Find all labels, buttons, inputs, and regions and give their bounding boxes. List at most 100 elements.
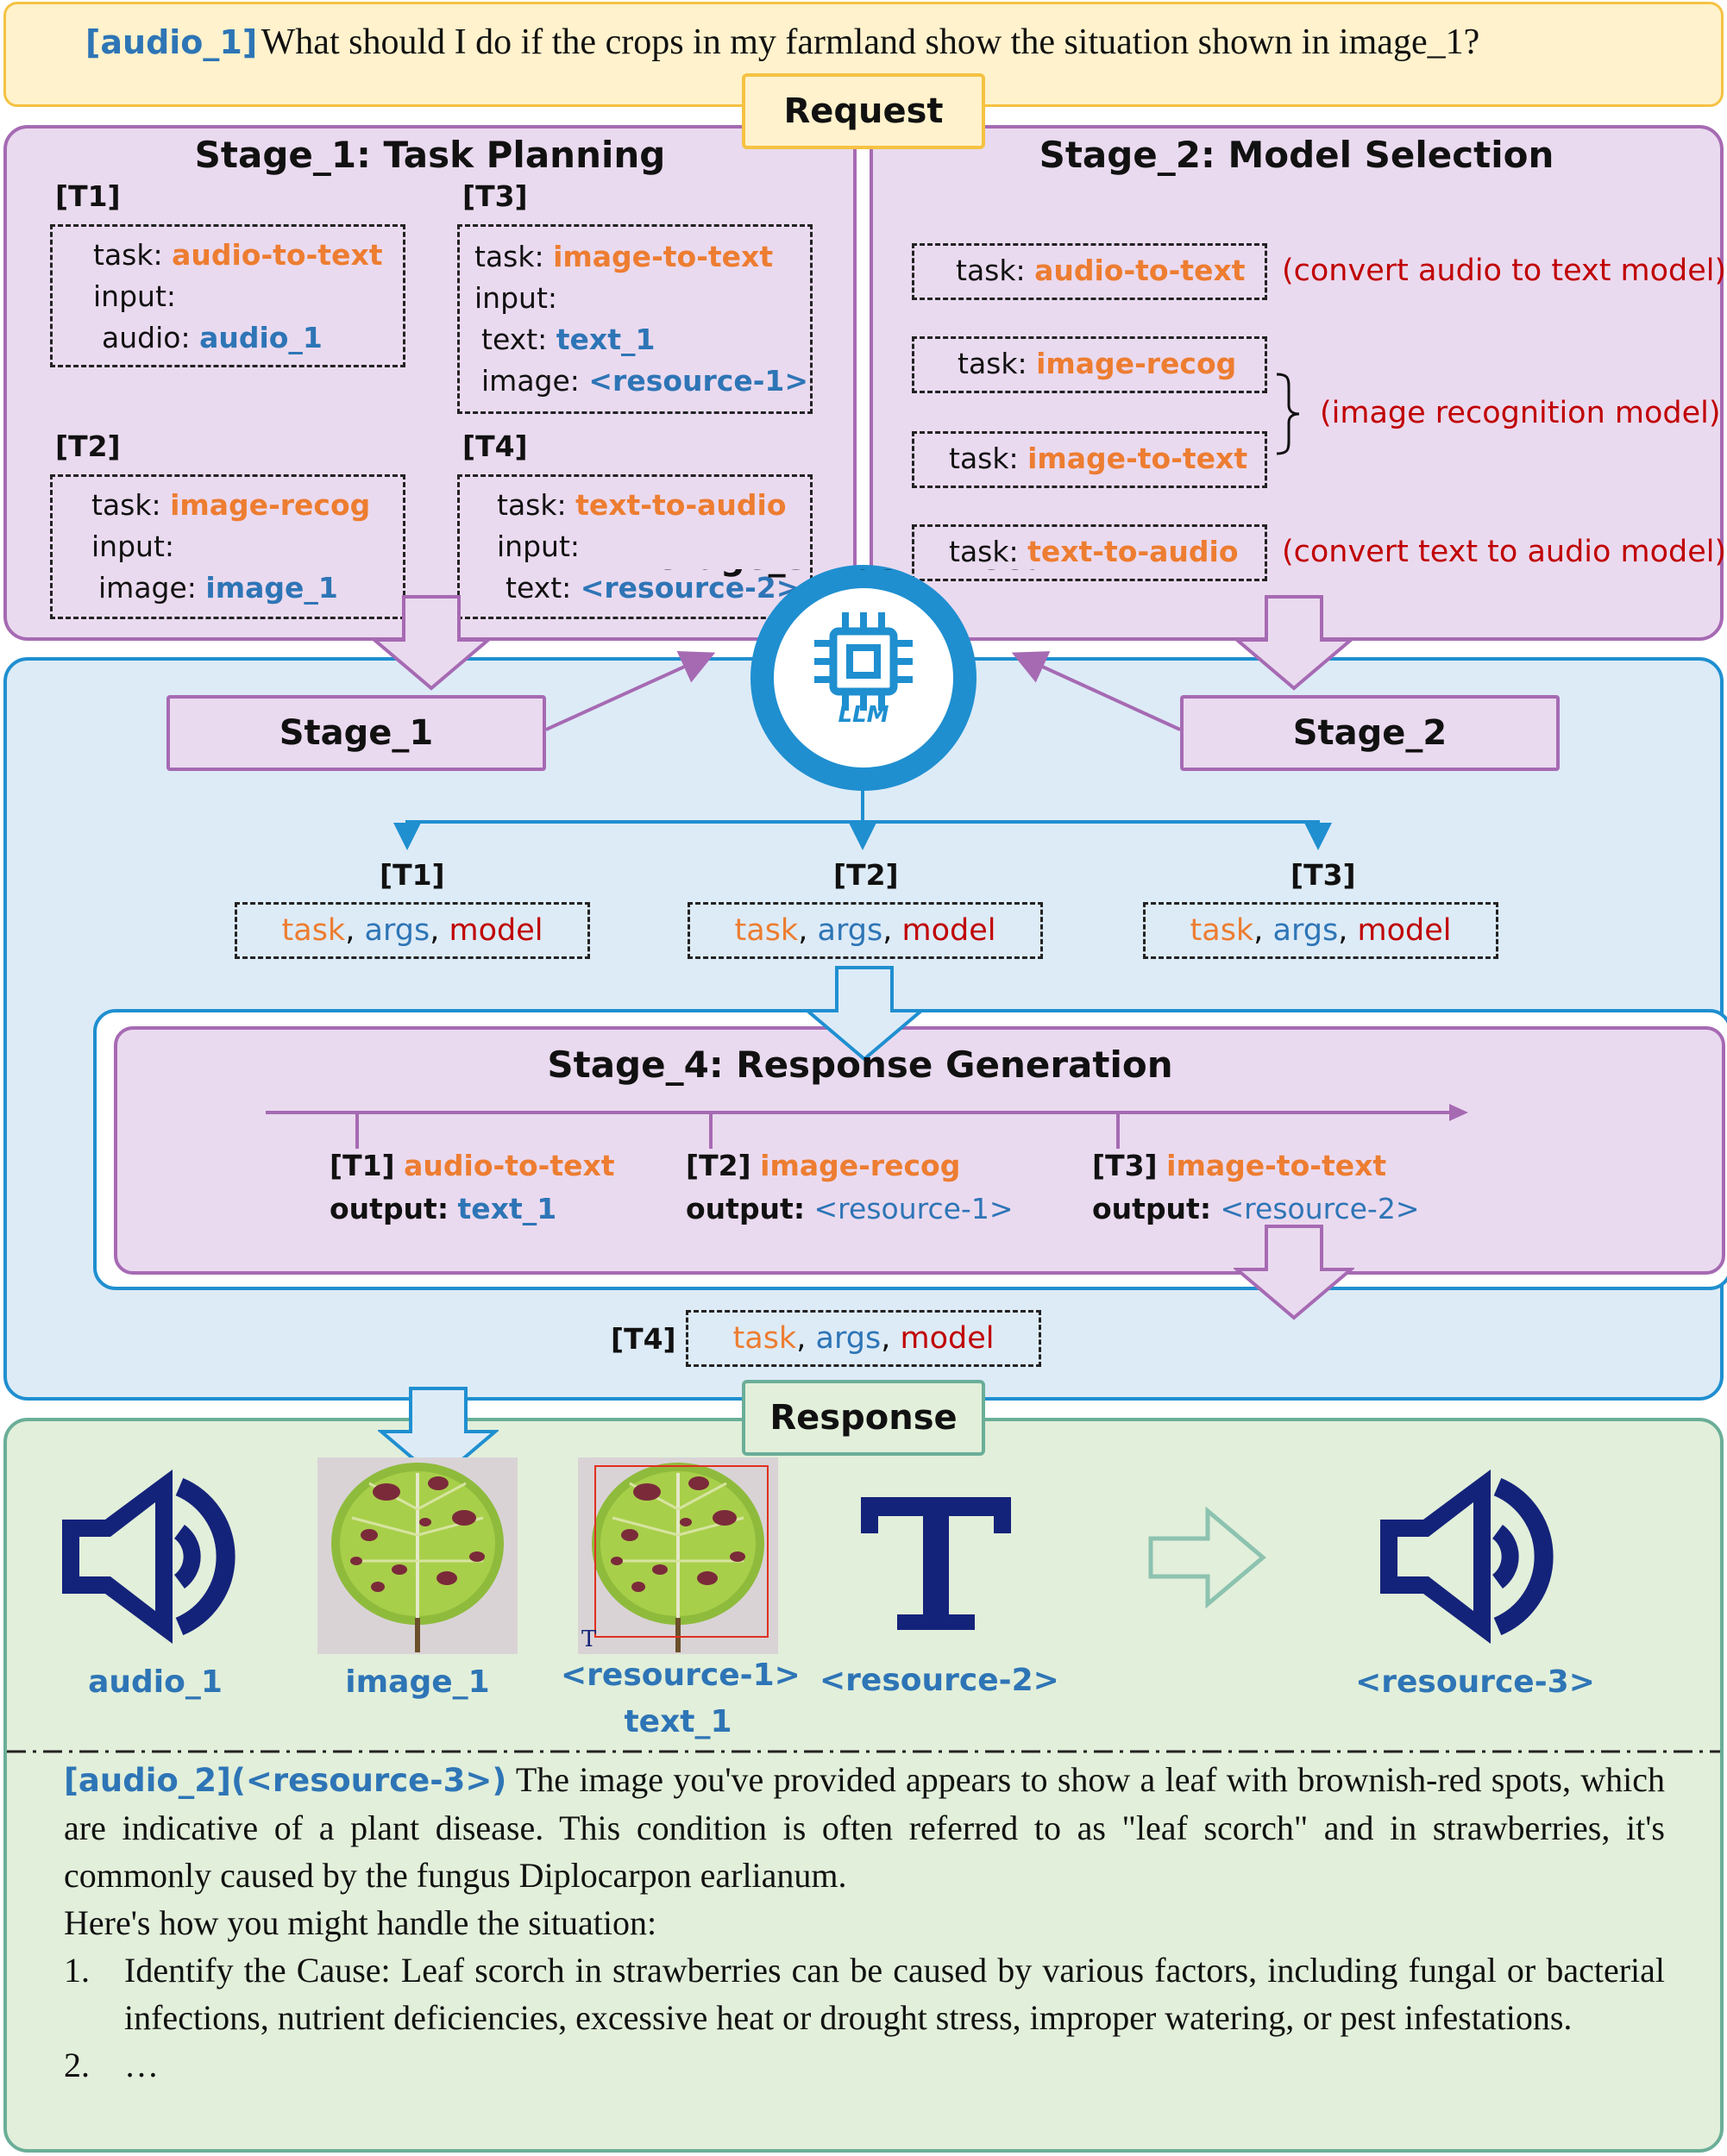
stage1-t2-task: task: image-recog: [91, 485, 370, 526]
stage2-item-2-box: [912, 336, 1267, 393]
exec-t1-content: task, args, model: [235, 910, 590, 951]
stage2-title: Stage_2: Model Selection: [1039, 134, 1554, 176]
stage4-timeline: [266, 1104, 1468, 1149]
stage2-item-1: task: audio-to-text: [956, 250, 1246, 291]
group-brace: [1276, 373, 1300, 455]
arrow-out-stage4: [1234, 1225, 1354, 1320]
task-key: task:: [949, 442, 1019, 475]
stage4-t1-task: audio-to-text: [404, 1149, 615, 1182]
task-name: image-recog: [1036, 347, 1237, 380]
stage2-panel: [870, 125, 1724, 641]
request-label: Request: [742, 73, 985, 149]
request-question: What should I do if the crops in my farm…: [261, 22, 1480, 62]
stage2-item-2: task: image-recog: [958, 343, 1236, 385]
exec-t4-label: [T4]: [611, 1322, 676, 1356]
request-audio-tag: [audio_1]: [85, 23, 258, 61]
stage4-title: Stage_4: Response Generation: [547, 1044, 1173, 1086]
task-key: task:: [474, 240, 544, 273]
stage1-t2-arg: image: image_1: [98, 567, 338, 609]
sep: ,: [1338, 913, 1348, 948]
llm-connectors: [393, 651, 1332, 850]
answer-list-item-1: 1. Identify the Cause: Leaf scorch in st…: [64, 1946, 1665, 2041]
stage4-t1: [T1] audio-to-text: [330, 1145, 615, 1187]
request-text: [audio_1] What should I do if the crops …: [85, 22, 1479, 63]
stage1-t2-label: [T2]: [55, 429, 121, 463]
stage1-title: Stage_1: Task Planning: [194, 134, 666, 176]
arrow-stage1-down: [371, 595, 492, 691]
exec-t1-box: [235, 902, 590, 959]
stage4-t3-id: [T3]: [1092, 1149, 1158, 1182]
stage2-item-4-note: (convert text to audio model): [1282, 535, 1727, 569]
arg-key: text:: [506, 571, 572, 605]
stage2-group-note: (image recognition model): [1320, 396, 1721, 430]
answer-text-1: The image you've provided appears to sho…: [64, 1760, 1666, 1895]
list-text: …: [124, 2046, 159, 2084]
stage2-item-3-box: [912, 431, 1267, 488]
task-name: text-to-audio: [1027, 535, 1239, 568]
arrow-right-icon: [1148, 1506, 1266, 1609]
arg-value: <resource-2>: [580, 571, 801, 605]
task-key: task:: [93, 238, 163, 272]
exec-task: task: [281, 913, 346, 948]
arg-value: text_1: [556, 323, 656, 356]
stage4-t3-task: image-to-text: [1166, 1149, 1387, 1182]
task-name: text-to-audio: [575, 488, 787, 522]
arg-key: image:: [98, 571, 197, 605]
arg-value: <resource-1>: [588, 364, 809, 398]
stage2-item-4: task: text-to-audio: [949, 531, 1239, 573]
llm-label: LLM: [838, 702, 889, 728]
answer-paragraph-1: [audio_2](<resource-3>) The image you've…: [64, 1756, 1665, 1899]
stage1-t1-task: task: audio-to-text: [93, 235, 383, 276]
resource-image-1: image_1: [345, 1664, 490, 1700]
resource-1-label: <resource-1>: [561, 1658, 801, 1693]
stage4-t3: [T3] image-to-text: [1092, 1145, 1386, 1187]
list-num: 1.: [64, 1951, 90, 1990]
stage1-t4-task: task: text-to-audio: [497, 485, 787, 526]
arg-value: audio_1: [199, 321, 323, 354]
out-key: output:: [330, 1192, 449, 1225]
task-key: task:: [497, 488, 567, 522]
stage3-title-arc: Stage_3: Task Execution: [656, 569, 1070, 578]
exec-t3-box: [1143, 902, 1498, 959]
out-key: output:: [686, 1192, 806, 1225]
exec-model: model: [1357, 913, 1452, 948]
stage1-t4-box: [457, 474, 813, 619]
out-value: <resource-2>: [1220, 1192, 1420, 1225]
speaker-icon: [62, 1470, 236, 1644]
stage1-t3-label: [T3]: [462, 179, 528, 213]
out-value: <resource-1>: [813, 1192, 1014, 1225]
task-name: image-recog: [170, 488, 371, 522]
stage1-t2-input: input:: [91, 530, 175, 563]
stage4-t2: [T2] image-recog: [686, 1145, 960, 1187]
stage4-t3-out: output: <resource-2>: [1092, 1188, 1419, 1230]
exec-args: args: [364, 913, 430, 948]
stage1-panel: [3, 125, 857, 641]
stage1-t4-label: [T4]: [462, 429, 528, 463]
exec-args: args: [817, 913, 883, 948]
exec-task: task: [734, 913, 799, 948]
leaf-image: [317, 1457, 518, 1654]
leaf-image-boxed: [578, 1457, 778, 1654]
resource-text-1: text_1: [624, 1704, 732, 1739]
sep: ,: [881, 1321, 891, 1356]
answer-tag: [audio_2](<resource-3>): [64, 1762, 507, 1799]
exec-args: args: [1272, 913, 1339, 948]
stage1-t4-input: input:: [497, 530, 581, 563]
box-caption: T: [581, 1626, 597, 1652]
exec-t3-label: [T3]: [1291, 858, 1356, 892]
arrow-into-response: [378, 1387, 499, 1482]
stage3-title: Stage_3: Task Execution: [656, 569, 1070, 578]
exec-t4-box: [686, 1310, 1041, 1367]
stage2-item-3: task: image-to-text: [949, 438, 1247, 479]
exec-model: model: [449, 913, 543, 948]
answer-list-item-2: 2. …: [64, 2041, 1665, 2089]
arrow-into-stage4: [804, 966, 925, 1062]
text-icon: [861, 1497, 1011, 1630]
exec-t2-content: task, args, model: [688, 910, 1043, 951]
sep: ,: [798, 913, 808, 948]
task-name: audio-to-text: [1034, 254, 1246, 287]
speaker-icon: [1380, 1470, 1554, 1644]
arg-key: text:: [481, 323, 548, 356]
exec-task: task: [1190, 913, 1254, 948]
task-key: task:: [958, 347, 1027, 380]
